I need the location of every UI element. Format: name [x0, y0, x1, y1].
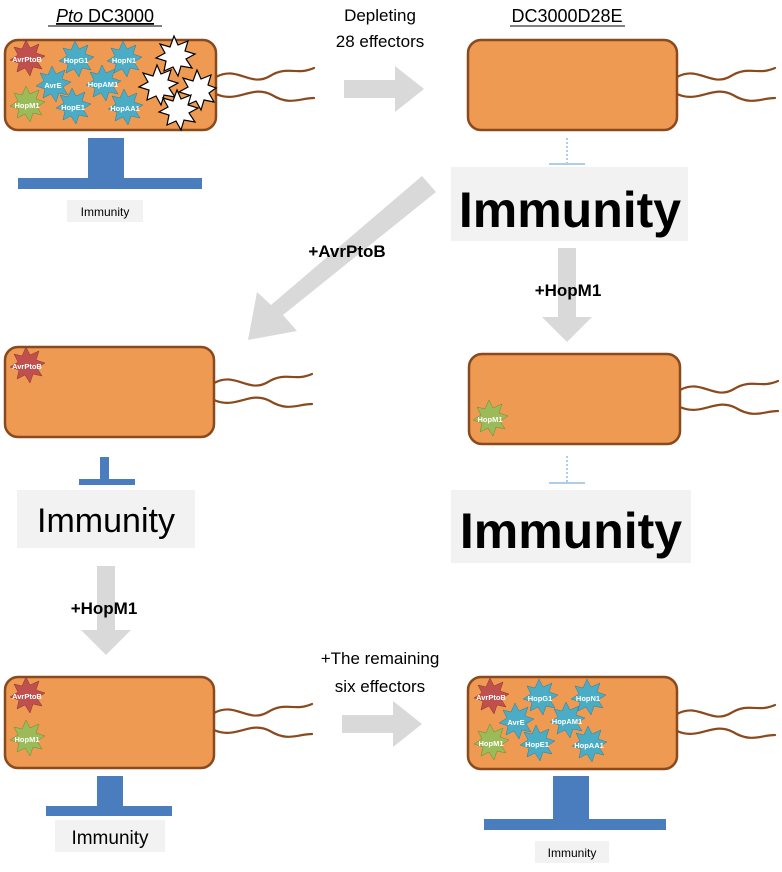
effector-avrptob: AvrPtoB: [473, 677, 510, 715]
empty-effector-slot: [137, 63, 180, 107]
effector-hopn1: HopN1: [106, 40, 143, 78]
svg-text:HopM1: HopM1: [479, 739, 504, 748]
empty-effector-slot: [154, 34, 197, 78]
svg-text:AvrE: AvrE: [44, 81, 61, 90]
svg-text:HopN1: HopN1: [112, 56, 136, 65]
label-depleting-line2: 28 effectors: [336, 32, 425, 51]
bacterium-top-right: [466, 38, 777, 132]
immunity-box-bottom-right: [535, 841, 609, 863]
svg-text:HopG1: HopG1: [528, 694, 553, 703]
empty-effector-slot: [157, 88, 200, 132]
effector-hope1: HopE1: [55, 87, 92, 125]
immunity-label-middle-left: Immunity: [37, 502, 175, 540]
effector-avrptob: AvrPtoB: [9, 39, 46, 77]
effector-hopm1: HopM1: [473, 723, 510, 761]
immunity-block-bottom-right: [484, 776, 666, 830]
immunity-label-bottom-left: Immunity: [71, 828, 149, 849]
svg-text:AvrPtoB: AvrPtoB: [476, 693, 506, 702]
svg-text:HopG1: HopG1: [64, 56, 89, 65]
weak-block-top-right: [549, 138, 585, 165]
label-remaining-line2: six effectors: [335, 677, 425, 696]
immunity-box-top-left: [67, 200, 143, 222]
arrow-depleting: [344, 66, 424, 112]
effector-hopm1: HopM1: [9, 85, 46, 123]
immunity-box-bottom-left: [55, 820, 165, 852]
immunity-block-top-left: [18, 138, 202, 189]
effector-hopg1: HopG1: [522, 678, 559, 716]
bacterium-bottom-left: [3, 675, 314, 770]
immunity-block-bottom-left: [46, 776, 172, 816]
svg-text:AvrPtoB: AvrPtoB: [12, 692, 42, 701]
effector-hopam1: HopAM1: [549, 701, 586, 739]
title-dc3000d28e: DC3000D28E: [511, 6, 622, 26]
effector-hopm1: HopM1: [472, 399, 509, 437]
svg-text:HopAM1: HopAM1: [88, 80, 118, 89]
svg-text:HopAA1: HopAA1: [574, 741, 604, 750]
effector-avre: AvrE: [35, 65, 72, 103]
immunity-label-top-left: Immunity: [81, 205, 130, 219]
label-depleting-line1: Depleting: [344, 6, 416, 25]
effector-hopg1: HopG1: [58, 40, 95, 78]
label-add-hopm1-left: +HopM1: [71, 599, 138, 618]
svg-text:HopE1: HopE1: [525, 740, 549, 749]
arrow-add-avrptob: [248, 176, 436, 340]
effector-hopaa1: HopAA1: [107, 88, 144, 126]
label-remaining-line1: +The remaining: [321, 649, 440, 668]
svg-text:HopAA1: HopAA1: [110, 104, 140, 113]
bacterium-middle-left: [3, 345, 314, 439]
effector-hopaa1: HopAA1: [571, 725, 608, 763]
weak-block-middle-right: [549, 456, 585, 484]
immunity-block-middle-left: [79, 457, 135, 485]
svg-text:HopM1: HopM1: [15, 735, 40, 744]
svg-text:HopM1: HopM1: [478, 415, 503, 424]
title-pto-dc3000: Pto DC3000: [56, 6, 154, 26]
label-add-hopm1-right: +HopM1: [535, 281, 602, 300]
bacterium-middle-right: [467, 352, 780, 446]
effectors-bottom-right: AvrPtoB HopG1 HopN1 AvrE HopAM1 HopM1 Ho…: [473, 677, 608, 763]
effector-hopam1: HopAM1: [85, 64, 122, 102]
effector-avre: AvrE: [498, 702, 535, 740]
svg-text:HopE1: HopE1: [61, 103, 85, 112]
immunity-label-top-right: Immunity: [459, 182, 681, 238]
immunity-box-middle-left: [17, 490, 195, 548]
svg-text:HopM1: HopM1: [15, 101, 40, 110]
svg-text:AvrE: AvrE: [507, 718, 524, 727]
label-add-avrptob: +AvrPtoB: [308, 242, 385, 261]
arrow-add-hopm1-right: [542, 248, 592, 342]
immunity-label-bottom-right: Immunity: [548, 846, 597, 860]
effector-hopn1: HopN1: [570, 678, 607, 716]
effectors-top-left: AvrPtoB HopG1 HopN1 AvrE HopAM1 HopM1 Ho…: [9, 34, 218, 132]
arrow-remaining: [342, 701, 422, 747]
title-pto-rest: DC3000: [83, 6, 154, 26]
svg-text:HopN1: HopN1: [576, 694, 600, 703]
effector-avrptob: AvrPtoB: [9, 676, 46, 714]
immunity-box-top-right: [451, 167, 688, 241]
title-pto-italic: Pto: [56, 6, 83, 26]
immunity-label-middle-right: Immunity: [460, 503, 682, 559]
effector-hopm1: HopM1: [9, 719, 46, 757]
svg-text:HopAM1: HopAM1: [552, 717, 582, 726]
effector-hope1: HopE1: [519, 724, 556, 762]
arrow-add-hopm1-left: [81, 566, 131, 655]
immunity-box-middle-right: [451, 490, 691, 563]
svg-text:AvrPtoB: AvrPtoB: [12, 55, 42, 64]
effector-avrptob: AvrPtoB: [9, 346, 46, 384]
svg-text:AvrPtoB: AvrPtoB: [12, 362, 42, 371]
